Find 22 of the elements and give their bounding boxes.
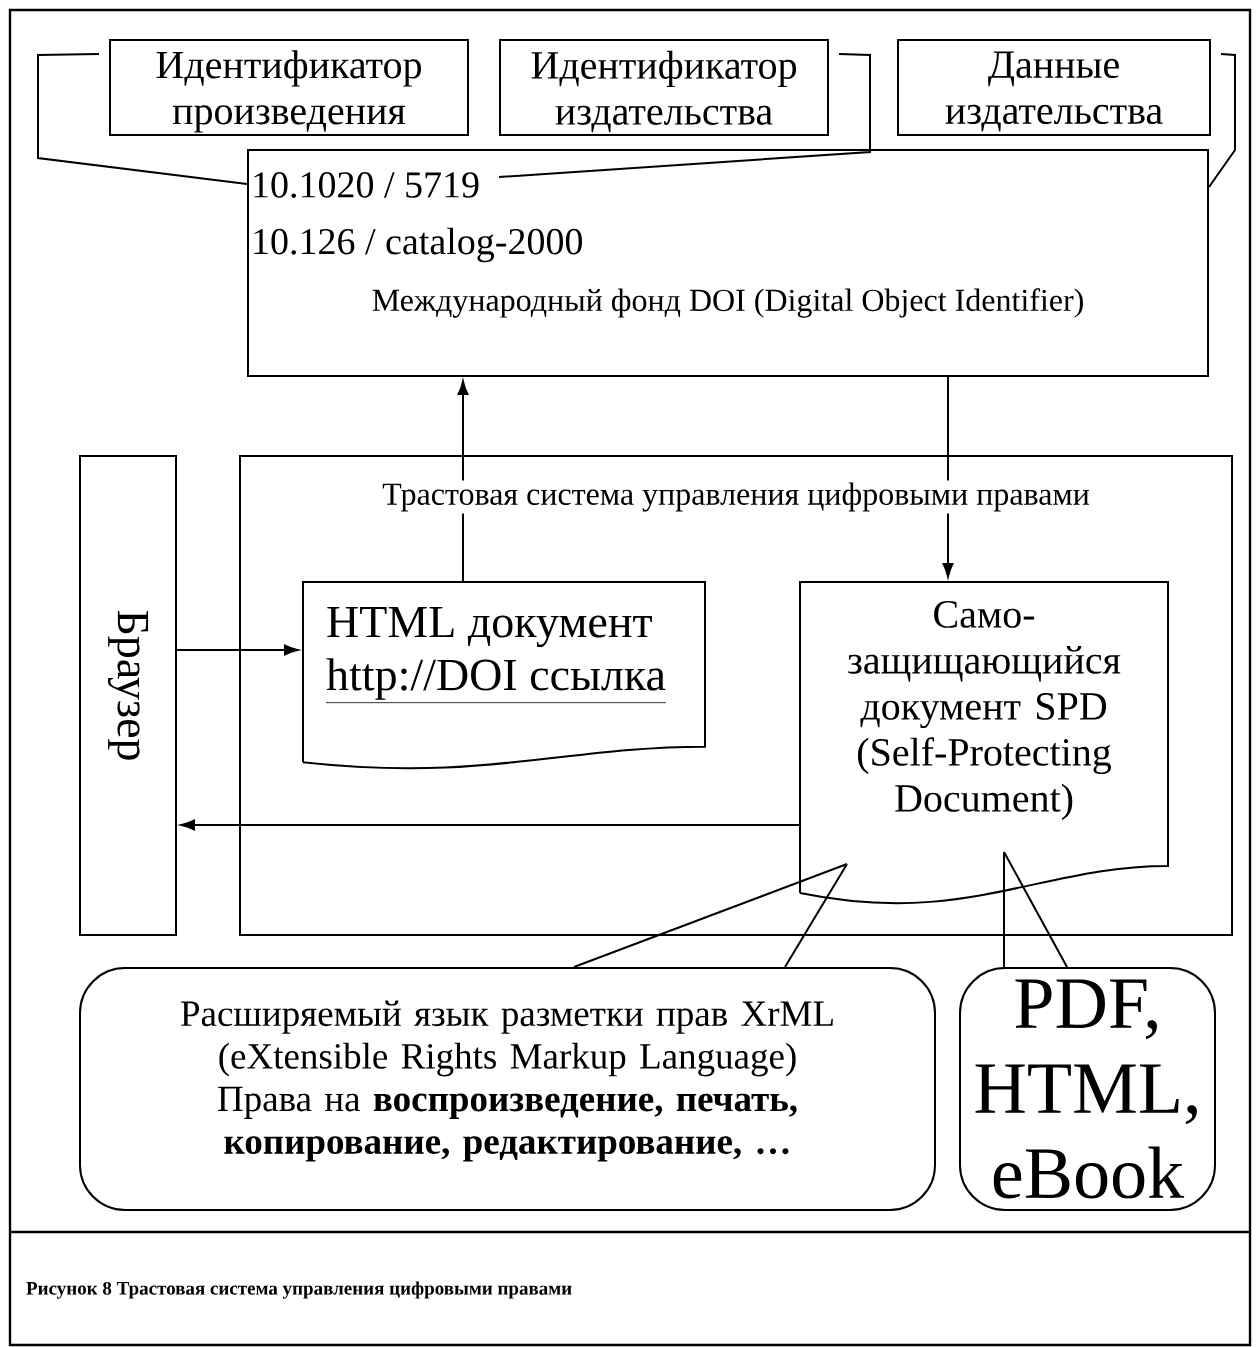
label-box: Идентификатор издательства: [499, 39, 829, 136]
figure-caption: Рисунок 8 Трастовая система управления цифровыми правами: [26, 1281, 572, 1299]
frame-heading: Трастовая система управления цифровыми правами: [380, 480, 1092, 514]
bubble-tail: [573, 863, 848, 968]
label-box: Данные издательства: [897, 39, 1211, 136]
registry-title: Международный фонд DOI (Digital Object Identifier): [372, 288, 1083, 318]
browser-box: Браузер: [79, 455, 177, 936]
speech-bubble: PDF, HTML, eBook: [959, 967, 1216, 1211]
document-shape: HTML документ http://DOI ссылка: [302, 581, 706, 770]
identifier-text: 10.126 / catalog-2000: [254, 227, 582, 263]
leader-line: [37, 53, 248, 185]
speech-bubble: Расширяемый язык разметки прав XrML (eXtensible Rights Markup Language) Права на воспроизведение, печать, копирование, редактирование, …: [79, 967, 936, 1211]
arrow: [180, 819, 800, 831]
identifier-text: 10.1020 / 5719: [254, 172, 479, 198]
arrow: [176, 644, 299, 656]
label-box: Идентификатор произведения: [109, 39, 469, 136]
leader-line: [498, 53, 871, 178]
document-shape: Само- защищающийся документ SPD (Self-Protecting Document): [799, 581, 1169, 904]
registry-box: [247, 149, 1209, 377]
system-frame: [239, 455, 1233, 936]
bubble-tail: [1003, 851, 1068, 968]
leader-line: [1208, 53, 1236, 188]
